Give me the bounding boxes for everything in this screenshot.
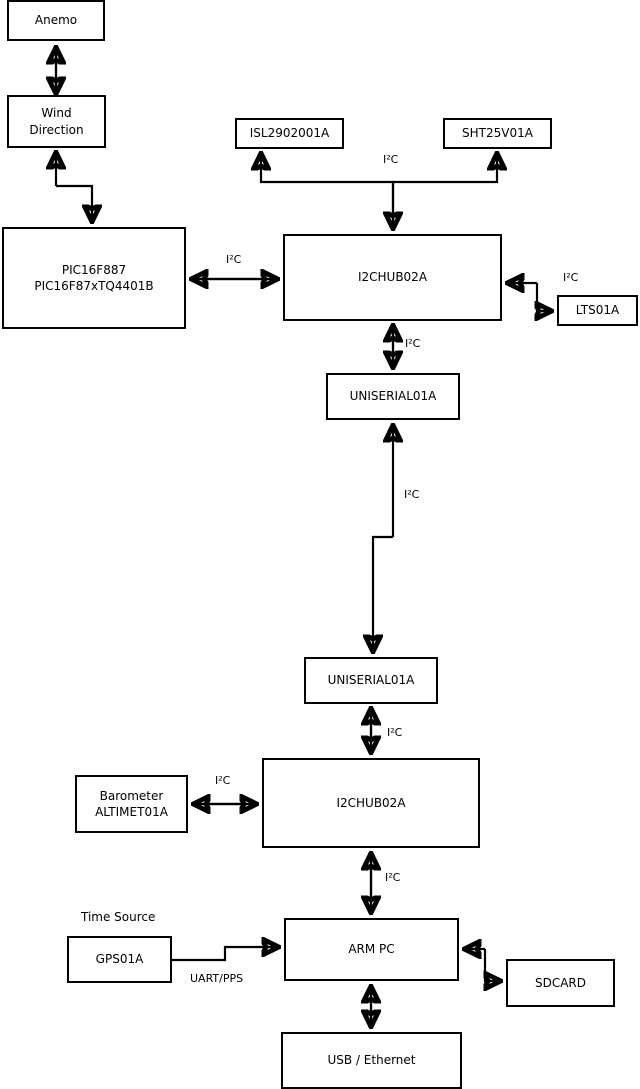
node-uniserial01a-upper[interactable]: UNISERIAL01A bbox=[326, 373, 460, 420]
node-i2chub02a-top[interactable]: I2CHUB02A bbox=[283, 234, 502, 321]
connector-armpc-sdcard bbox=[465, 949, 500, 981]
node-barometer-altimet01a[interactable]: Barometer ALTIMET01A bbox=[75, 775, 188, 833]
edge-label-uniserial-link: I²C bbox=[404, 488, 420, 501]
connector-gps-armpc bbox=[172, 947, 278, 962]
edge-label-hub2-armpc: I²C bbox=[385, 871, 401, 884]
node-isl2902001a[interactable]: ISL2902001A bbox=[235, 118, 344, 149]
node-wind-direction[interactable]: Wind Direction bbox=[7, 95, 106, 148]
connector-wind-pic bbox=[56, 153, 92, 221]
node-sht25v01a[interactable]: SHT25V01A bbox=[443, 118, 552, 149]
node-arm-pc[interactable]: ARM PC bbox=[284, 918, 459, 981]
node-anemo[interactable]: Anemo bbox=[7, 0, 105, 41]
node-usb-ethernet[interactable]: USB / Ethernet bbox=[281, 1032, 462, 1089]
node-pic-microcontroller[interactable]: PIC16F887 PIC16F87xTQ4401B bbox=[2, 227, 186, 329]
connector-uniserial-link bbox=[373, 426, 393, 651]
edge-label-barometer-hub2: I²C bbox=[215, 774, 231, 787]
edge-label-pic-hub: I²C bbox=[226, 253, 242, 266]
edge-label-hub-lts: I²C bbox=[563, 271, 579, 284]
node-uniserial01a-lower[interactable]: UNISERIAL01A bbox=[304, 657, 438, 704]
edge-label-sensors-bus: I²C bbox=[383, 153, 399, 166]
edge-label-uniserial-hub2: I²C bbox=[387, 726, 403, 739]
connector-hubtop-lts bbox=[508, 283, 551, 311]
connector-hubtop-sensors bbox=[261, 154, 497, 228]
edge-label-hub-uniserial: I²C bbox=[405, 337, 421, 350]
node-gps01a[interactable]: GPS01A bbox=[67, 936, 172, 983]
node-sdcard[interactable]: SDCARD bbox=[506, 959, 615, 1007]
label-time-source: Time Source bbox=[81, 910, 156, 924]
edge-label-gps-armpc: UART/PPS bbox=[190, 972, 244, 985]
node-i2chub02a-bottom[interactable]: I2CHUB02A bbox=[262, 758, 480, 848]
node-lts01a[interactable]: LTS01A bbox=[557, 295, 638, 326]
